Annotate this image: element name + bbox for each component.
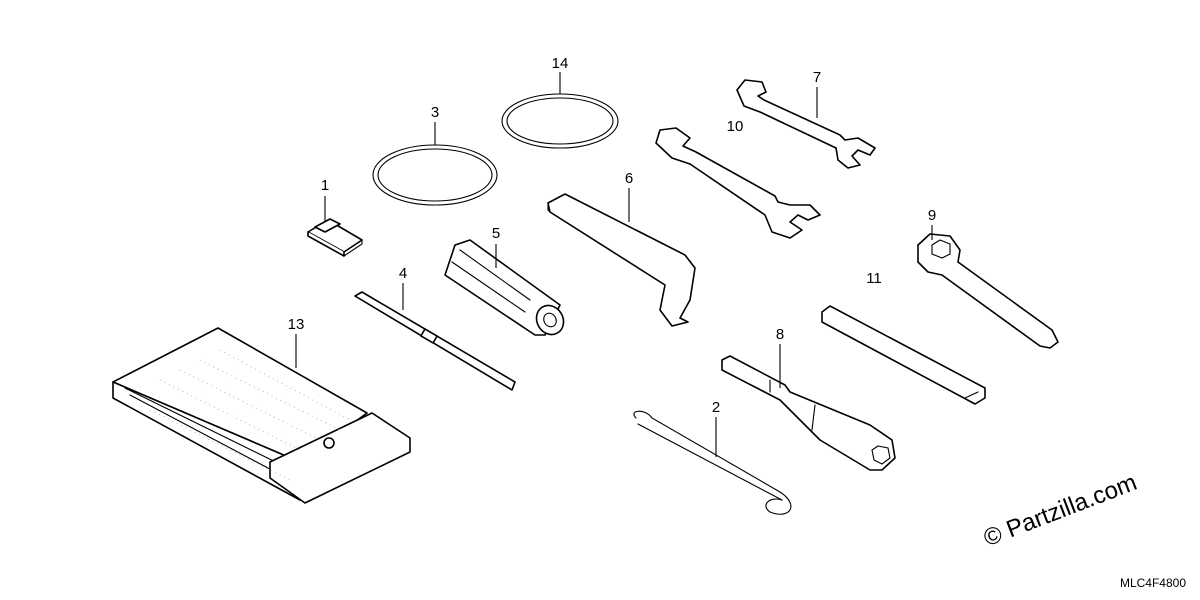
part-9-ring-wrench: [917, 233, 1059, 349]
part-4-screwdriver: [354, 291, 516, 391]
part-6-pin-spanner: [547, 193, 696, 327]
callout-11: 11: [866, 270, 882, 287]
part-5-handle: [444, 239, 565, 336]
callout-1: 1: [321, 177, 329, 194]
part-14-o-ring: [501, 93, 619, 149]
callout-3: 3: [431, 104, 439, 121]
callout-7: 7: [813, 69, 821, 86]
callout-4: 4: [399, 265, 407, 282]
part-11-flat-bar: [821, 305, 986, 405]
callout-6: 6: [625, 170, 633, 187]
callout-14: 14: [552, 55, 569, 72]
part-7-wrench: [736, 79, 876, 169]
callout-10: 10: [727, 118, 744, 135]
callout-5: 5: [492, 225, 500, 242]
part-1-clip: [307, 218, 363, 257]
part-2-cable: [633, 410, 792, 515]
callout-2: 2: [712, 399, 720, 416]
callout-8: 8: [776, 326, 784, 343]
part-13-tool-bag: [112, 327, 411, 504]
part-8-socket-wrench: [721, 355, 896, 471]
callout-9: 9: [928, 207, 936, 224]
callout-13: 13: [288, 316, 305, 333]
part-3-o-ring: [372, 144, 498, 206]
diagram-code: MLC4F4800: [1119, 576, 1186, 590]
part-10-wrench: [655, 127, 821, 239]
